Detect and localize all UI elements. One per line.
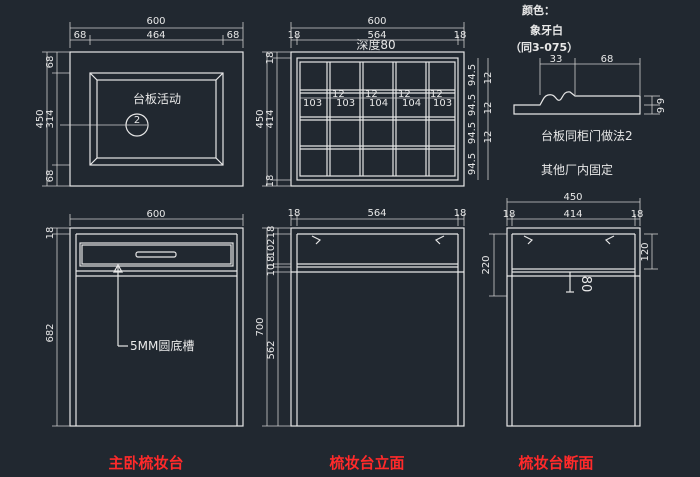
dim-p1-left: 68 <box>74 30 87 41</box>
top-plan-view: 2 台板活动 600 68 464 68 450 68 314 68 <box>35 16 244 187</box>
dim-p5-v-80: 80 <box>578 276 593 293</box>
dim-det-33: 33 <box>550 54 563 65</box>
dim-p5-mid: 414 <box>563 209 582 220</box>
color-code: （同3-075） <box>510 41 578 54</box>
dim-p2-mid: 564 <box>367 30 386 41</box>
dim-p2-row-2: 94.5 <box>467 94 478 116</box>
dim-p2-row-4: 94.5 <box>467 153 478 175</box>
factory-fix-note: 其他厂内固定 <box>541 162 613 177</box>
dim-p2-gap-v2: 12 <box>483 102 494 115</box>
top-active-label: 台板活动 <box>133 91 181 106</box>
dim-p2-row-1: 94.5 <box>467 64 478 86</box>
depth-label: 深度80 <box>356 37 395 52</box>
dim-p2-row-3: 94.5 <box>467 122 478 144</box>
leader-arrow <box>112 263 124 273</box>
dim-p2-v-mid: 414 <box>265 109 276 128</box>
front-view: 5MM圆底槽 600 18 682 <box>45 209 244 427</box>
dim-p2-gap-v3: 12 <box>483 131 494 144</box>
dim-p4-left: 18 <box>288 208 301 219</box>
dim-p5-left: 18 <box>503 209 516 220</box>
hinge-left <box>311 235 322 245</box>
title-elevation: 梳妆台立面 <box>329 454 404 472</box>
dim-p5-v-120: 120 <box>640 242 651 261</box>
dim-det-9a: 9 <box>656 98 667 104</box>
dim-p2-cell-1: 103 <box>303 98 322 109</box>
top-plan-panel-outer <box>89 72 224 166</box>
dim-p3-total: 600 <box>146 209 165 220</box>
elevation-view: 18 564 18 700 18 102 18 10 562 <box>255 208 467 427</box>
board-profile <box>513 91 641 115</box>
color-title: 颜色： <box>522 3 555 17</box>
dim-p2-left: 18 <box>288 30 301 41</box>
slot-label: 5MM圆底槽 <box>130 338 194 353</box>
dim-p2-right: 18 <box>454 30 467 41</box>
dim-p4-v-b: 102 <box>266 238 277 257</box>
dim-p1-v-bot: 68 <box>45 170 56 183</box>
dim-p5-total: 450 <box>563 192 582 203</box>
dim-p1-right: 68 <box>227 30 240 41</box>
dim-p2-total: 600 <box>367 16 386 27</box>
top-plan-outline <box>69 51 244 187</box>
dim-p5-right: 18 <box>631 209 644 220</box>
dim-p2-cell-4: 104 <box>402 98 421 109</box>
dim-p2-gap-1: 12 <box>332 89 345 100</box>
dim-p4-v-total: 700 <box>255 317 266 336</box>
dim-p4-v-e: 10 <box>266 264 277 277</box>
grid-plan-view: 深度80 103 103 104 104 103 12 12 12 12 94.… <box>255 16 494 187</box>
dim-p2-cell-2: 103 <box>336 98 355 109</box>
dim-p1-total: 600 <box>146 16 165 27</box>
circle-number: 2 <box>134 115 140 126</box>
dim-p1-v-top: 68 <box>45 56 56 69</box>
dim-p2-gap-4: 12 <box>430 89 443 100</box>
dim-p1-v-total: 450 <box>35 109 46 128</box>
title-main: 主卧梳妆台 <box>108 454 183 472</box>
section-view: 80 450 18 414 18 220 120 <box>481 192 658 427</box>
dim-p1-mid: 464 <box>146 30 165 41</box>
dim-p2-cell-5: 103 <box>433 98 452 109</box>
top-plan-panel-inner <box>96 79 217 159</box>
dim-det-68: 68 <box>601 54 614 65</box>
front-outline <box>69 227 244 427</box>
dim-p4-v-a: 18 <box>266 226 277 239</box>
elevation-outline <box>290 227 465 427</box>
dim-p2-v-bot: 18 <box>265 175 276 188</box>
dim-p2-gap-v1: 12 <box>483 72 494 85</box>
board-door-note: 台板同柜门做法2 <box>541 128 633 143</box>
drawer-handle <box>135 251 177 258</box>
dim-p4-v-c: 18 <box>266 256 277 269</box>
board-detail: 颜色： 象牙白 （同3-075） 33 68 9 9 台板同柜门做法2 其他厂内… <box>510 3 667 177</box>
dim-p4-mid: 564 <box>367 208 386 219</box>
dim-p2-gap-3: 12 <box>398 89 411 100</box>
dim-p4-right: 18 <box>454 208 467 219</box>
title-section: 梳妆台断面 <box>518 454 593 472</box>
dim-det-9b: 9 <box>656 107 667 113</box>
hinge-right <box>434 235 445 245</box>
color-name: 象牙白 <box>530 23 563 37</box>
dim-p3-v-bot: 682 <box>45 323 56 342</box>
dim-p2-v-total: 450 <box>255 109 266 128</box>
dim-p3-v-top: 18 <box>45 227 56 240</box>
dim-p2-v-top: 18 <box>265 52 276 65</box>
section-hinge-left <box>523 235 534 245</box>
dim-p5-v-220: 220 <box>481 255 492 274</box>
grid-plan-outline <box>290 51 465 187</box>
front-drawer <box>79 242 234 267</box>
section-outline <box>506 227 641 427</box>
dim-p1-v-mid: 314 <box>45 109 56 128</box>
dim-p4-v-d: 562 <box>266 340 277 359</box>
dim-p2-gap-2: 12 <box>365 89 378 100</box>
dim-p2-cell-3: 104 <box>369 98 388 109</box>
